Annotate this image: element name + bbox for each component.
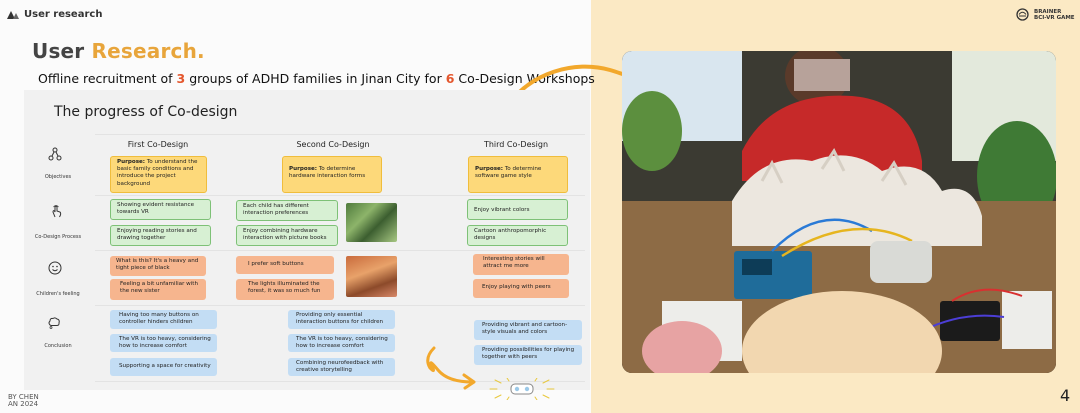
row-label-conclusion: Conclusion	[44, 343, 72, 349]
column-header-second: Second Co-Design	[296, 140, 370, 149]
objective-third: Purpose: To determine software game styl…	[468, 156, 568, 193]
conclusion-second-1: Providing only essential interaction but…	[288, 310, 395, 329]
column-header-third: Third Co-Design	[483, 140, 549, 149]
conclusion-third-2: Providing possibilities for playing toge…	[474, 345, 582, 365]
divider	[95, 381, 585, 382]
brand-header: User research	[6, 9, 102, 20]
thought-bubble-icon	[48, 317, 60, 329]
objective-first: Purpose: To understand the basic family …	[110, 156, 207, 193]
title-main: User	[32, 39, 92, 63]
subtitle-part-c: Co-Design Workshops	[454, 71, 595, 86]
brain-logo-icon	[1016, 8, 1029, 21]
process-second-1: Each child has different interaction pre…	[236, 200, 338, 221]
process-first-1: Showing evident resistance towards VR	[110, 199, 211, 220]
objectives-icon	[48, 147, 62, 161]
process-third-2: Cartoon anthropomorphic designs	[467, 225, 568, 246]
byline-line-1: BY CHEN	[8, 393, 39, 401]
divider	[95, 134, 585, 135]
title-accent: Research	[91, 39, 198, 63]
divider	[95, 305, 585, 306]
byline-line-2: AN 2024	[8, 400, 39, 408]
title-dot: .	[197, 39, 205, 63]
purpose-label: Purpose:	[475, 166, 504, 172]
conclusion-first-3: Supporting a space for creativity	[110, 358, 217, 376]
purpose-label: Purpose:	[117, 159, 146, 165]
swirl-arrow-icon	[426, 346, 476, 390]
process-third-1: Enjoy vibrant colors	[467, 199, 568, 220]
conclusion-third-1: Providing vibrant and cartoon-style visu…	[474, 320, 582, 340]
page-number: 4	[1060, 386, 1071, 405]
conclusion-second-3: Combining neurofeedback with creative st…	[288, 358, 395, 376]
workshop-photo-forest	[346, 256, 397, 297]
brand-logo-icon	[7, 10, 19, 19]
divider	[95, 250, 585, 251]
page-title: User Research.	[32, 39, 205, 63]
objective-text: To understand the basic family condition…	[117, 159, 198, 187]
conclusion-first-1: Having too many buttons on controller hi…	[110, 310, 217, 329]
workshop-photo	[622, 51, 1056, 373]
workshop-photo-hardware	[346, 203, 397, 242]
byline: BY CHEN AN 2024	[8, 394, 39, 408]
workshop-photo-drawing	[622, 51, 1056, 373]
objective-text: To determine hardware interaction forms	[289, 166, 366, 180]
vr-headset-illustration	[489, 378, 555, 400]
logo-line-1: BRAINER	[1034, 8, 1062, 15]
progress-title: The progress of Co-design	[54, 104, 238, 120]
hand-tap-icon	[52, 205, 62, 218]
process-first-2: Enjoying reading stories and drawing tog…	[110, 225, 211, 246]
feeling-third-1: Interesting stories will attract me more	[473, 254, 569, 275]
page-subtitle: Offline recruitment of 3 groups of ADHD …	[38, 71, 595, 86]
subtitle-number-1: 3	[176, 71, 186, 86]
row-label-feeling: Children's feeling	[36, 291, 80, 297]
feeling-second-1: I prefer soft buttons	[236, 256, 334, 274]
logo-line-2: BCI-VR GAME	[1034, 14, 1075, 21]
conclusion-second-2: The VR is too heavy, considering how to …	[288, 334, 395, 352]
subtitle-number-2: 6	[445, 71, 455, 86]
divider	[95, 195, 585, 196]
objective-text: To determine software game style	[475, 166, 542, 180]
conclusion-first-2: The VR is too heavy, considering how to …	[110, 334, 217, 352]
subtitle-part-a: Offline recruitment of	[38, 71, 177, 86]
brand-label: User research	[24, 9, 103, 20]
subtitle-part-b: groups of ADHD families in Jinan City fo…	[185, 71, 446, 86]
objective-second: Purpose: To determine hardware interacti…	[282, 156, 382, 193]
smiley-icon	[48, 261, 62, 275]
feeling-third-2: Enjoy playing with peers	[473, 279, 569, 298]
right-logo: BRAINER BCI-VR GAME	[1015, 8, 1075, 21]
column-header-first: First Co-Design	[127, 140, 189, 149]
purpose-label: Purpose:	[289, 166, 318, 172]
process-second-2: Enjoy combining hardware interaction wit…	[236, 225, 338, 246]
row-label-objectives: Objectives	[44, 174, 72, 180]
feeling-second-2: The lights illuminated the forest, it wa…	[236, 279, 334, 300]
feeling-first-1: What is this? It's a heavy and tight pie…	[110, 256, 206, 276]
feeling-first-2: Feeling a bit unfamiliar with the new si…	[110, 279, 206, 300]
row-label-process: Co-Design Process	[34, 234, 82, 240]
